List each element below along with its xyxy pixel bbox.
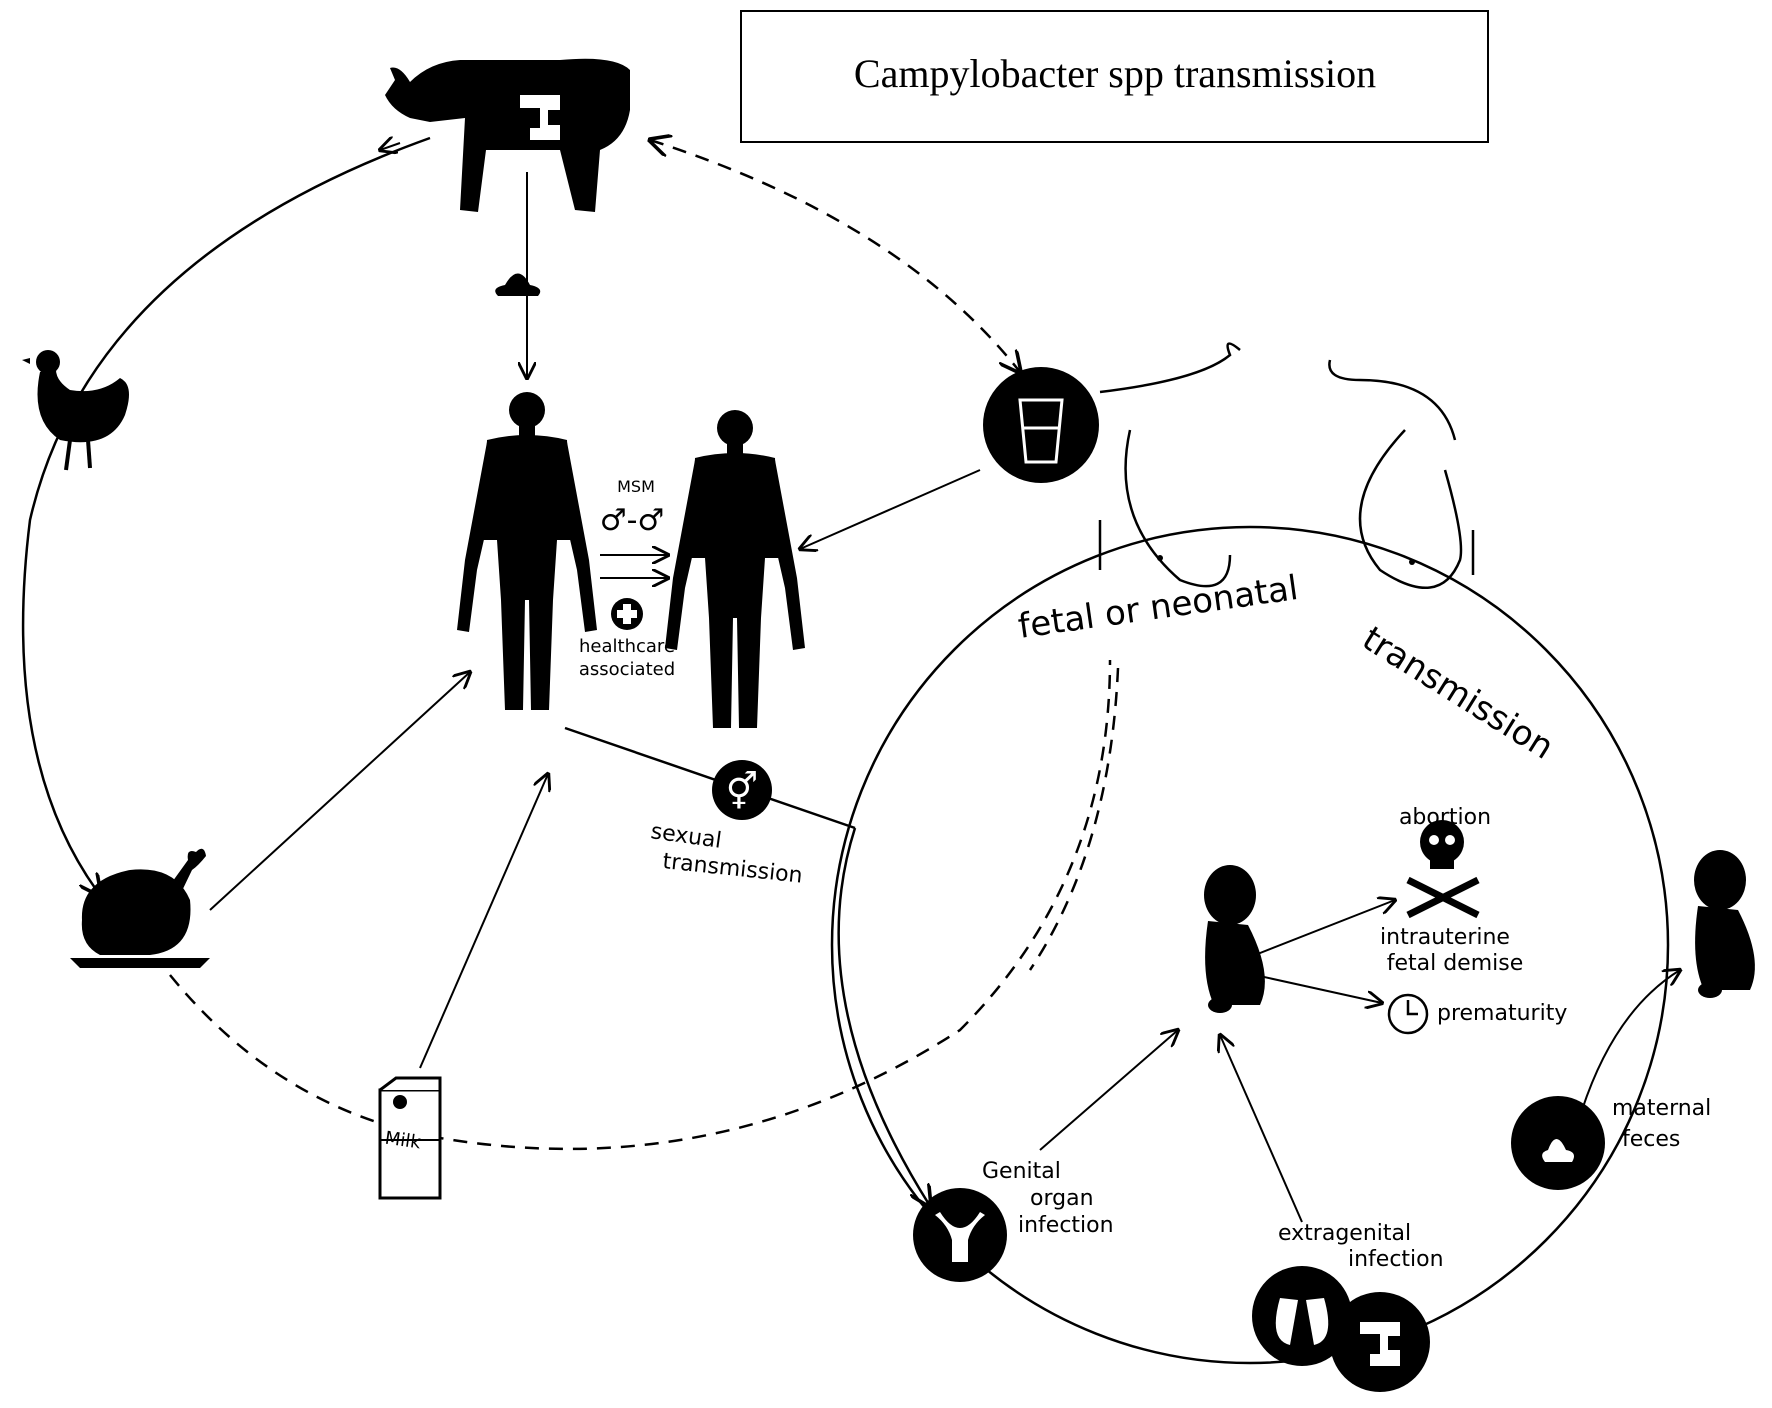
sexual-transmission-line bbox=[564, 726, 856, 830]
human-figure-icon bbox=[665, 410, 805, 728]
milk-label: Milk bbox=[383, 1128, 422, 1154]
extragenital-label-1: extragenital bbox=[1278, 1221, 1411, 1246]
extragenital-to-fetus-arrow bbox=[1220, 1035, 1303, 1223]
fetus-to-abortion-arrow bbox=[1254, 900, 1395, 956]
feces-icon bbox=[495, 273, 541, 296]
roast-chicken-icon bbox=[70, 848, 210, 968]
msm-symbol: ♂-♂ bbox=[600, 503, 665, 538]
genital-to-fetus-arrow bbox=[1039, 1030, 1178, 1151]
genital-label-1: Genital bbox=[982, 1159, 1061, 1184]
extragenital-label-2: infection bbox=[1348, 1247, 1444, 1272]
chicken-to-human-arrow bbox=[209, 672, 470, 911]
prematurity-label: prematurity bbox=[1437, 1001, 1567, 1026]
water-to-human-arrow bbox=[800, 469, 981, 549]
cow-icon bbox=[385, 58, 630, 212]
gender-symbol: ⚥ bbox=[726, 771, 759, 813]
sexual-label-2: transmission bbox=[661, 849, 803, 889]
reservoir-cycle-arc bbox=[21, 136, 431, 895]
pregnant-woman-outline-icon bbox=[1098, 342, 1475, 590]
cycle-tick-arrow bbox=[380, 143, 401, 150]
human-figure-icon bbox=[457, 392, 597, 710]
fetus-to-prematurity-arrow bbox=[1254, 974, 1382, 1003]
healthcare-label-2: associated bbox=[579, 659, 675, 680]
abortion-label: abortion bbox=[1399, 805, 1491, 830]
dashed-food-link bbox=[169, 659, 1112, 1151]
nipple-left bbox=[1157, 555, 1163, 561]
water-glass-icon bbox=[983, 367, 1099, 483]
maternal-label-2: feces bbox=[1622, 1127, 1680, 1152]
milk-to-human-arrow bbox=[419, 774, 548, 1069]
fetus-icon bbox=[1204, 865, 1265, 1013]
feces-to-newborn-arrow bbox=[1581, 970, 1680, 1111]
sexual-label-1: sexual bbox=[649, 819, 723, 854]
healthcare-label-1: healthcare bbox=[579, 636, 675, 657]
newborn-icon bbox=[1694, 850, 1755, 998]
genital-label-3: infection bbox=[1018, 1213, 1114, 1238]
title-box bbox=[740, 10, 1489, 143]
inner-dashed-arc bbox=[1028, 667, 1120, 971]
msm-label: MSM bbox=[617, 477, 655, 496]
transmission-arc-label: transmission bbox=[1355, 619, 1560, 768]
sexual-to-genital-arc bbox=[837, 827, 930, 1206]
genital-label-2: organ bbox=[1030, 1186, 1094, 1211]
demise-label-1: intrauterine bbox=[1380, 925, 1510, 950]
diagram-title: Campylobacter spp transmission bbox=[854, 51, 1376, 96]
demise-label-2: fetal demise bbox=[1387, 951, 1524, 976]
maternal-label-1: maternal bbox=[1612, 1096, 1711, 1121]
dashed-cow-water-link bbox=[650, 140, 1020, 372]
milk-carton-icon: Milk bbox=[378, 1076, 442, 1200]
lungs-icon bbox=[1252, 1266, 1352, 1366]
skull-crossbones-icon bbox=[1406, 820, 1480, 919]
fetal-label: fetal or neonatal bbox=[1016, 568, 1301, 647]
fetal-neonatal-circle bbox=[830, 525, 1670, 1365]
hen-icon bbox=[22, 350, 129, 471]
gender-symbol-icon bbox=[712, 760, 772, 820]
